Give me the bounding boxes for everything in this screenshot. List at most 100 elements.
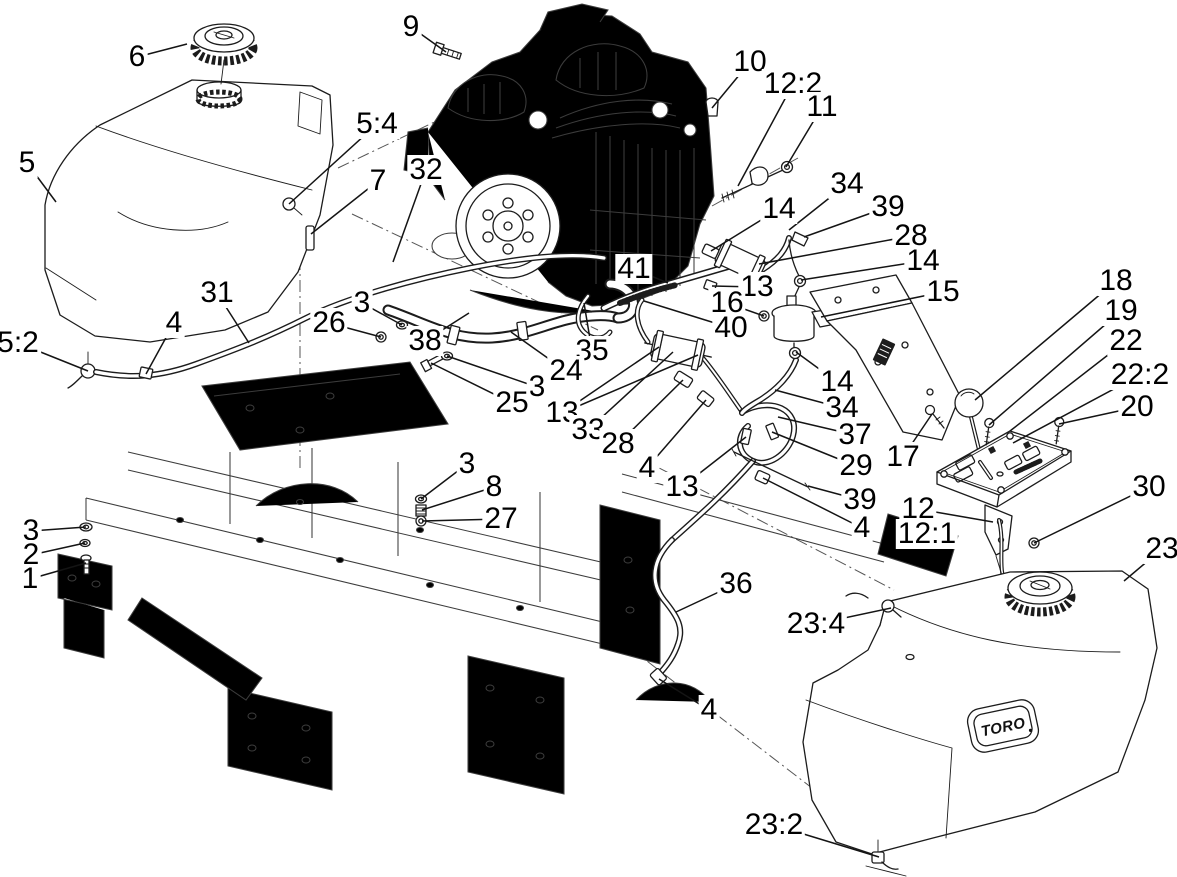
callout-13: 13 xyxy=(738,270,776,303)
callout-7: 7 xyxy=(367,164,389,197)
leader-line-19 xyxy=(988,310,1122,426)
hose-clamp xyxy=(446,324,461,346)
callout-5:4: 5:4 xyxy=(354,107,400,140)
clamp-fitting xyxy=(754,469,771,485)
inline-joiner xyxy=(673,370,694,388)
hose-clamp xyxy=(516,320,529,341)
leader-line-32 xyxy=(392,169,427,263)
main-frame xyxy=(57,361,959,795)
fuel-cap xyxy=(190,23,258,66)
callout-4: 4 xyxy=(698,693,720,726)
callout-4: 4 xyxy=(851,511,873,544)
callout-12:1: 12:1 xyxy=(895,517,959,550)
panel-label-strip xyxy=(1013,458,1043,475)
leader-line-12:2 xyxy=(737,83,794,187)
fuel-filters-and-pump xyxy=(644,231,847,388)
leader-line-13 xyxy=(561,354,699,414)
callout-30: 30 xyxy=(1130,470,1168,503)
callout-37: 37 xyxy=(836,418,874,451)
fastener-stack xyxy=(414,494,428,527)
panel-icon xyxy=(987,445,997,455)
right-fuel-cap xyxy=(1004,571,1076,617)
callout-3: 3 xyxy=(351,286,373,319)
callout-4: 4 xyxy=(636,451,658,484)
callout-20: 20 xyxy=(1118,390,1156,423)
callout-8: 8 xyxy=(483,470,505,503)
callout-36: 36 xyxy=(717,567,755,600)
leader-line-15 xyxy=(820,291,944,318)
callout-15: 15 xyxy=(924,275,962,308)
callout-23:2: 23:2 xyxy=(742,808,806,841)
callout-29: 29 xyxy=(837,449,875,482)
callout-23: 23 xyxy=(1143,534,1177,564)
rod-12-2 xyxy=(721,160,794,203)
screw-19 xyxy=(984,417,995,446)
elbow-fitting xyxy=(696,390,715,408)
callout-27: 27 xyxy=(482,502,520,535)
callout-35: 35 xyxy=(573,334,611,367)
clip xyxy=(791,231,809,247)
callout-31: 31 xyxy=(198,276,236,309)
callout-34: 34 xyxy=(823,391,861,424)
braid-texture xyxy=(617,282,679,306)
callout-1: 1 xyxy=(19,562,41,595)
callout-19: 19 xyxy=(1102,294,1140,327)
leader-line-28 xyxy=(758,235,912,265)
callout-28: 28 xyxy=(599,427,637,460)
callout-3: 3 xyxy=(526,370,548,403)
callout-14: 14 xyxy=(904,244,942,277)
right-fuel-tank: TORO xyxy=(802,570,1158,877)
leader-line-30 xyxy=(1033,486,1150,544)
callout-14: 14 xyxy=(760,192,798,225)
leader-line-3 xyxy=(446,355,538,388)
leader-line-14 xyxy=(800,260,924,281)
callout-5: 5 xyxy=(16,146,38,179)
callout-40: 40 xyxy=(712,311,750,344)
leader-line-22 xyxy=(1009,340,1127,432)
throttle-knob xyxy=(954,388,984,418)
nut-11 xyxy=(780,160,794,174)
callout-5:2: 5:2 xyxy=(0,328,41,358)
vent-tube xyxy=(305,225,315,251)
callout-22: 22 xyxy=(1107,324,1145,357)
callout-25: 25 xyxy=(493,386,531,419)
callout-9: 9 xyxy=(400,10,422,43)
fitting-23-2 xyxy=(865,839,907,877)
callout-34: 34 xyxy=(828,167,866,200)
warning-sticker xyxy=(872,338,896,366)
callout-26: 26 xyxy=(310,306,348,339)
left-fasteners xyxy=(79,522,93,575)
callout-24: 24 xyxy=(547,354,585,387)
callout-6: 6 xyxy=(126,40,148,73)
cable-tie-rod xyxy=(733,451,809,488)
callout-23:4: 23:4 xyxy=(784,607,848,640)
screw-17 xyxy=(924,404,945,429)
callout-41: 41 xyxy=(615,252,653,285)
callout-17: 17 xyxy=(884,440,922,473)
leader-line-18 xyxy=(974,280,1117,401)
callout-13: 13 xyxy=(663,470,701,503)
callout-32: 32 xyxy=(407,153,445,186)
callout-3: 3 xyxy=(456,447,478,480)
callout-4: 4 xyxy=(163,306,185,339)
callout-39: 39 xyxy=(841,483,879,516)
flywheel xyxy=(455,173,561,279)
callout-3: 3 xyxy=(20,514,42,547)
callout-2: 2 xyxy=(20,538,42,571)
panel-icon xyxy=(1022,440,1032,450)
callout-11: 11 xyxy=(804,90,840,123)
callout-39: 39 xyxy=(869,190,907,223)
filler-neck xyxy=(195,59,243,109)
leader-line-8 xyxy=(421,486,495,511)
left-fuel-tank xyxy=(44,23,334,389)
control-panel xyxy=(936,388,1072,597)
fuel-filter-lower xyxy=(644,329,712,371)
callout-38: 38 xyxy=(406,324,444,357)
hose-clamp xyxy=(739,427,752,446)
callout-18: 18 xyxy=(1097,264,1135,297)
callout-22:2: 22:2 xyxy=(1108,358,1172,391)
toro-badge: TORO xyxy=(966,699,1040,753)
callout-10: 10 xyxy=(731,45,769,78)
